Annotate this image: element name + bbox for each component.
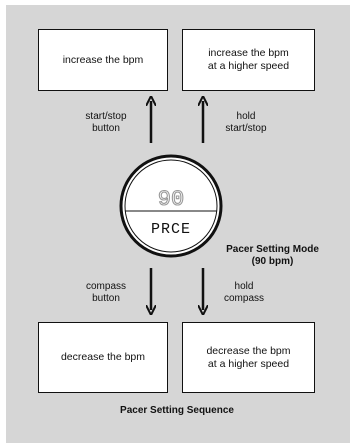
compass-label: compass button bbox=[85, 281, 126, 304]
pacer-mode-caption: Pacer Setting Mode (90 bpm) bbox=[226, 244, 319, 267]
decrease-bpm-fast-box: decrease the bpm at a higher speed bbox=[182, 322, 315, 393]
display-mode: PRCE bbox=[151, 221, 191, 238]
decrease-bpm-box: decrease the bpm bbox=[38, 322, 168, 393]
watch-display: 90 PRCE bbox=[119, 154, 223, 258]
increase-bpm-box: increase the bpm bbox=[38, 29, 168, 91]
hold-start-stop-label: hold start/stop bbox=[225, 111, 267, 134]
increase-bpm-fast-box: increase the bpm at a higher speed bbox=[182, 29, 315, 91]
display-value: 90 bbox=[158, 187, 184, 212]
hold-compass-label: hold compass bbox=[223, 281, 264, 304]
start-stop-label: start/stop button bbox=[85, 111, 127, 134]
sequence-caption: Pacer Setting Sequence bbox=[120, 405, 234, 416]
